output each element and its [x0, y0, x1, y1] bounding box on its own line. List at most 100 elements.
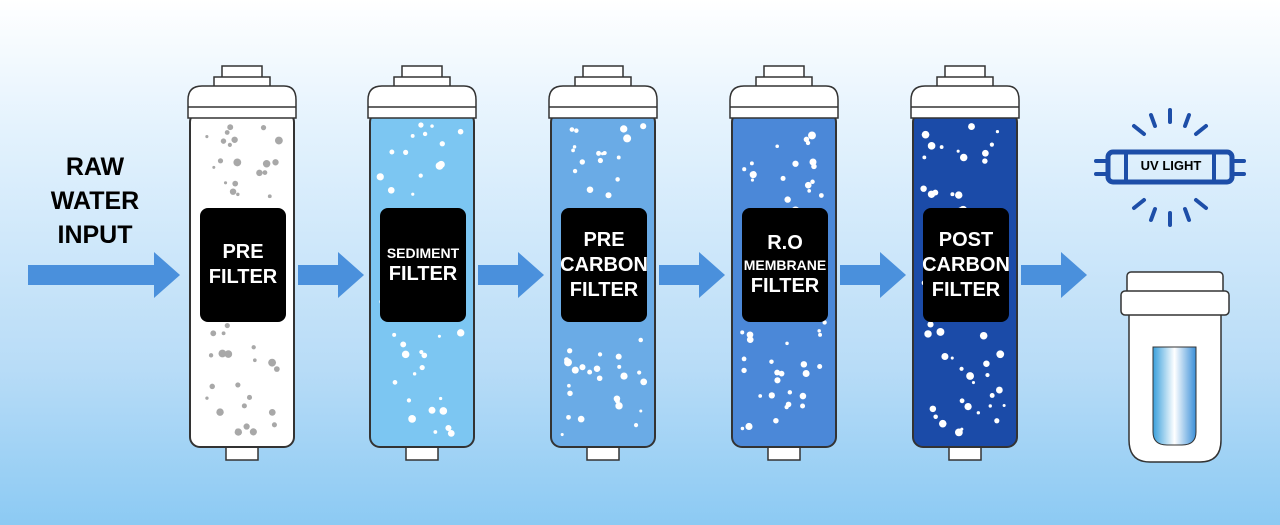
- flow-arrow-head: [1061, 252, 1087, 298]
- bubble: [251, 345, 256, 350]
- bubble: [769, 359, 774, 364]
- bubble: [784, 196, 791, 203]
- bubble: [437, 334, 441, 338]
- bubble: [976, 411, 981, 415]
- bubble: [422, 131, 428, 137]
- bubble: [633, 423, 639, 428]
- bubble: [272, 159, 279, 166]
- bubble: [807, 188, 812, 193]
- bubble: [983, 360, 990, 367]
- flow-arrow-head: [518, 252, 544, 298]
- bubble: [982, 149, 989, 157]
- bubble: [567, 390, 573, 397]
- label-line: INPUT: [57, 221, 133, 249]
- bubble: [419, 349, 424, 355]
- bubble: [778, 370, 785, 377]
- bubble: [780, 175, 786, 181]
- bubble: [787, 390, 793, 395]
- bubble: [995, 386, 1003, 394]
- bubble: [620, 372, 628, 380]
- bubble: [401, 350, 410, 359]
- bubble: [750, 178, 754, 182]
- bubble: [566, 414, 571, 420]
- bubble: [205, 135, 209, 139]
- bubble: [224, 130, 230, 135]
- bubble: [1002, 403, 1006, 408]
- bubble: [392, 380, 398, 385]
- bubble: [600, 152, 605, 156]
- bubble: [808, 131, 816, 140]
- bubble: [740, 330, 745, 335]
- bubble: [267, 194, 272, 199]
- bubble: [803, 136, 810, 143]
- bubble: [640, 123, 647, 130]
- bubble: [210, 330, 217, 337]
- bubble: [418, 173, 423, 178]
- bubble: [637, 370, 642, 375]
- bubble: [571, 366, 579, 374]
- bubble: [445, 424, 452, 432]
- bubble: [221, 331, 226, 336]
- bubble: [989, 142, 994, 147]
- bubble: [774, 369, 781, 376]
- cap-top: [221, 65, 263, 79]
- bubble: [623, 134, 632, 143]
- cap-top: [582, 65, 624, 79]
- raw-water-input-label: RAW WATER INPUT: [30, 150, 160, 252]
- bubble: [804, 181, 812, 189]
- bubble: [419, 364, 425, 371]
- bubble: [959, 366, 964, 371]
- uv-ray: [1183, 207, 1191, 222]
- bubble: [964, 403, 972, 411]
- bubble: [936, 328, 945, 336]
- uv-tube: [1105, 149, 1235, 185]
- bubble: [212, 165, 216, 169]
- bubble: [567, 348, 573, 354]
- bubble: [774, 377, 781, 384]
- bubble: [439, 396, 443, 401]
- bubble: [742, 167, 747, 172]
- input-arrow-head: [154, 252, 180, 298]
- bubble: [994, 418, 1000, 424]
- uv-ray: [1132, 198, 1146, 210]
- bubble: [243, 423, 250, 430]
- bubble: [579, 159, 585, 165]
- uv-ray: [1132, 124, 1146, 136]
- bubble: [274, 136, 283, 145]
- filter-label-line: CARBON: [922, 253, 1010, 276]
- bubble: [569, 127, 575, 132]
- bubble: [818, 332, 823, 337]
- bubble: [439, 141, 445, 147]
- bubble: [924, 330, 932, 338]
- bubble: [955, 191, 963, 199]
- bubble: [960, 427, 964, 431]
- bubble: [921, 130, 930, 139]
- filter-label-line: R.O: [767, 232, 803, 254]
- filter-cap: [548, 85, 658, 119]
- filter-label-line: POST: [938, 228, 994, 251]
- bubble: [817, 329, 821, 333]
- filter-label-line: FILTER: [569, 278, 639, 301]
- bubble: [208, 353, 214, 358]
- bubble: [768, 392, 775, 399]
- bubble: [785, 341, 789, 346]
- bubble: [205, 396, 209, 400]
- bubble: [638, 337, 643, 343]
- flow-arrow-head: [338, 252, 364, 298]
- bubble: [938, 419, 947, 428]
- bubble: [574, 128, 579, 133]
- bubble: [376, 173, 384, 181]
- bubble: [428, 406, 436, 414]
- bubble: [597, 352, 603, 357]
- bubble: [792, 160, 799, 167]
- bubble: [615, 402, 623, 410]
- bubble: [268, 408, 276, 416]
- bubble: [617, 364, 622, 369]
- bubble: [639, 409, 643, 413]
- bubble: [929, 405, 937, 413]
- bubble: [751, 171, 757, 176]
- bubble: [939, 145, 944, 149]
- bubble: [220, 138, 227, 144]
